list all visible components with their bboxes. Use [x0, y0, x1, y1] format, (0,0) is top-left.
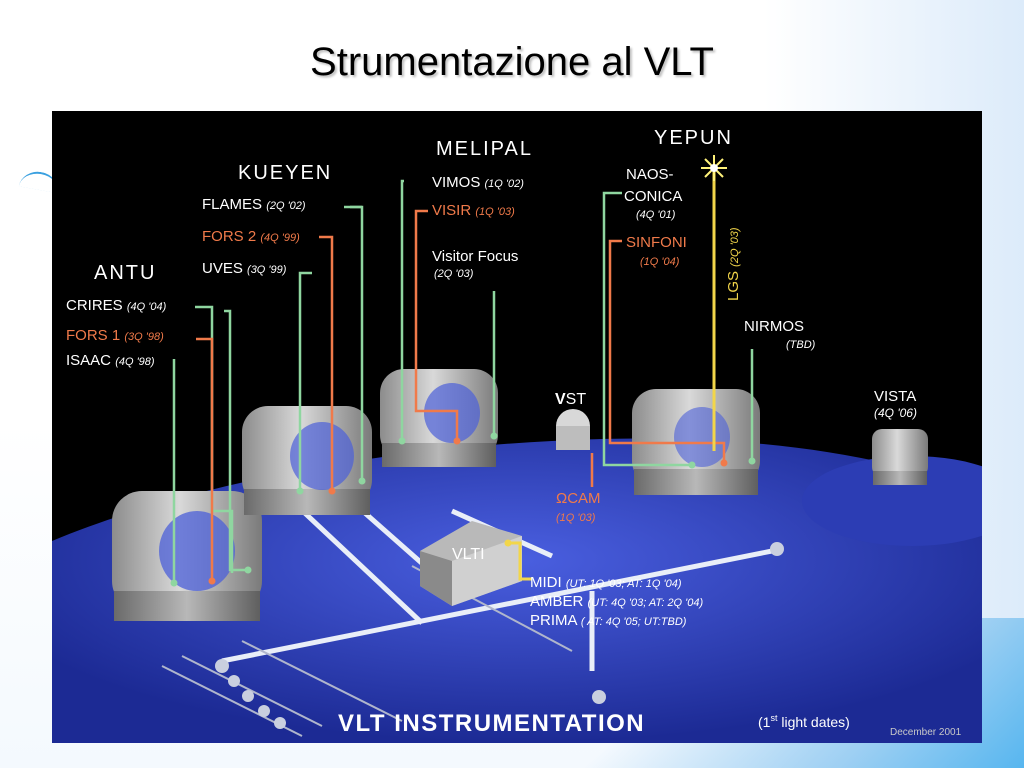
yepun-instrument-nirmos: NIRMOS [744, 318, 804, 335]
melipal-visitor-focus-date: (2Q '03) [434, 268, 474, 280]
vlt-diagram: ANTU CRIRES (4Q '04) FORS 1 (3Q '98) ISA… [52, 127, 982, 743]
orange-instrument-lines [196, 209, 726, 581]
vst-omegacam-date: (1Q '03) [556, 512, 596, 524]
yepun-sinfoni-date: (1Q '04) [640, 256, 680, 268]
vista-hill [802, 456, 982, 546]
melipal-label: MELIPAL [436, 138, 533, 160]
kueyen-enclosure [242, 406, 372, 515]
melipal-enclosure [380, 369, 498, 467]
antu-enclosure [112, 491, 262, 621]
vlt-instrumentation-image: ANTU CRIRES (4Q '04) FORS 1 (3Q '98) ISA… [52, 111, 982, 743]
kueyen-instrument-flames: FLAMES (2Q '02) [202, 196, 306, 213]
antu-instrument-isaac: ISAAC (4Q '98) [66, 352, 155, 369]
yepun-naos-conica-date: (4Q '01) [636, 209, 676, 221]
antu-instrument-crires: CRIRES (4Q '04) [66, 297, 167, 314]
yellow-lines [508, 169, 716, 581]
kueyen-instrument-uves: UVES (3Q '99) [202, 260, 287, 277]
vlt-instrumentation-banner: VLT INSTRUMENTATION [338, 710, 645, 737]
melipal-instrument-visitor-focus: Visitor Focus [432, 248, 518, 265]
yepun-lgs-label: LGS (2Q '03) [725, 227, 742, 301]
laser-guide-star-icon [701, 155, 727, 181]
instrument-dots [170, 432, 756, 587]
slide-title: Strumentazione al VLT [310, 40, 714, 84]
antu-label: ANTU [94, 262, 156, 284]
first-light-dates-note: (1st light dates) [758, 713, 850, 730]
vista-enclosure [872, 429, 928, 485]
kueyen-label: KUEYEN [238, 162, 332, 184]
yepun-nirmos-date: (TBD) [786, 339, 816, 351]
credit-date: December 2001 [890, 727, 962, 738]
vlti-building [420, 521, 522, 606]
vst-dome [556, 409, 590, 450]
melipal-instrument-vimos: VIMOS (1Q '02) [432, 174, 524, 191]
vlti-instrument-amber: AMBER (UT: 4Q '03; AT: 2Q '04) [530, 593, 704, 610]
vista-date: (4Q '06) [874, 406, 917, 420]
vst-label: VST [555, 391, 586, 408]
yepun-instrument-sinfoni: SINFONI [626, 234, 687, 251]
yepun-instrument-naos: NAOS- [626, 166, 674, 183]
auxiliary-telescope-stations [215, 542, 784, 729]
yepun-instrument-conica: CONICA [624, 188, 682, 205]
kueyen-instrument-fors2: FORS 2 (4Q '99) [202, 228, 300, 245]
melipal-instrument-visir: VISIR (1Q '03) [432, 202, 515, 219]
yepun-label: YEPUN [654, 127, 733, 149]
vlti-instrument-midi: MIDI (UT: 1Q '03; AT: 1Q '04) [530, 574, 682, 591]
vlti-label: VLTI [452, 546, 485, 563]
vista-label: VISTA [874, 388, 916, 405]
vst-instrument-omegacam: ΩCAM [556, 490, 601, 507]
vlti-instrument-prima: PRIMA ( AT: 4Q '05; UT:TBD) [530, 612, 687, 629]
yepun-enclosure [632, 389, 760, 495]
vlti-tracks [221, 499, 773, 671]
antu-instrument-fors1: FORS 1 (3Q '98) [66, 327, 164, 344]
